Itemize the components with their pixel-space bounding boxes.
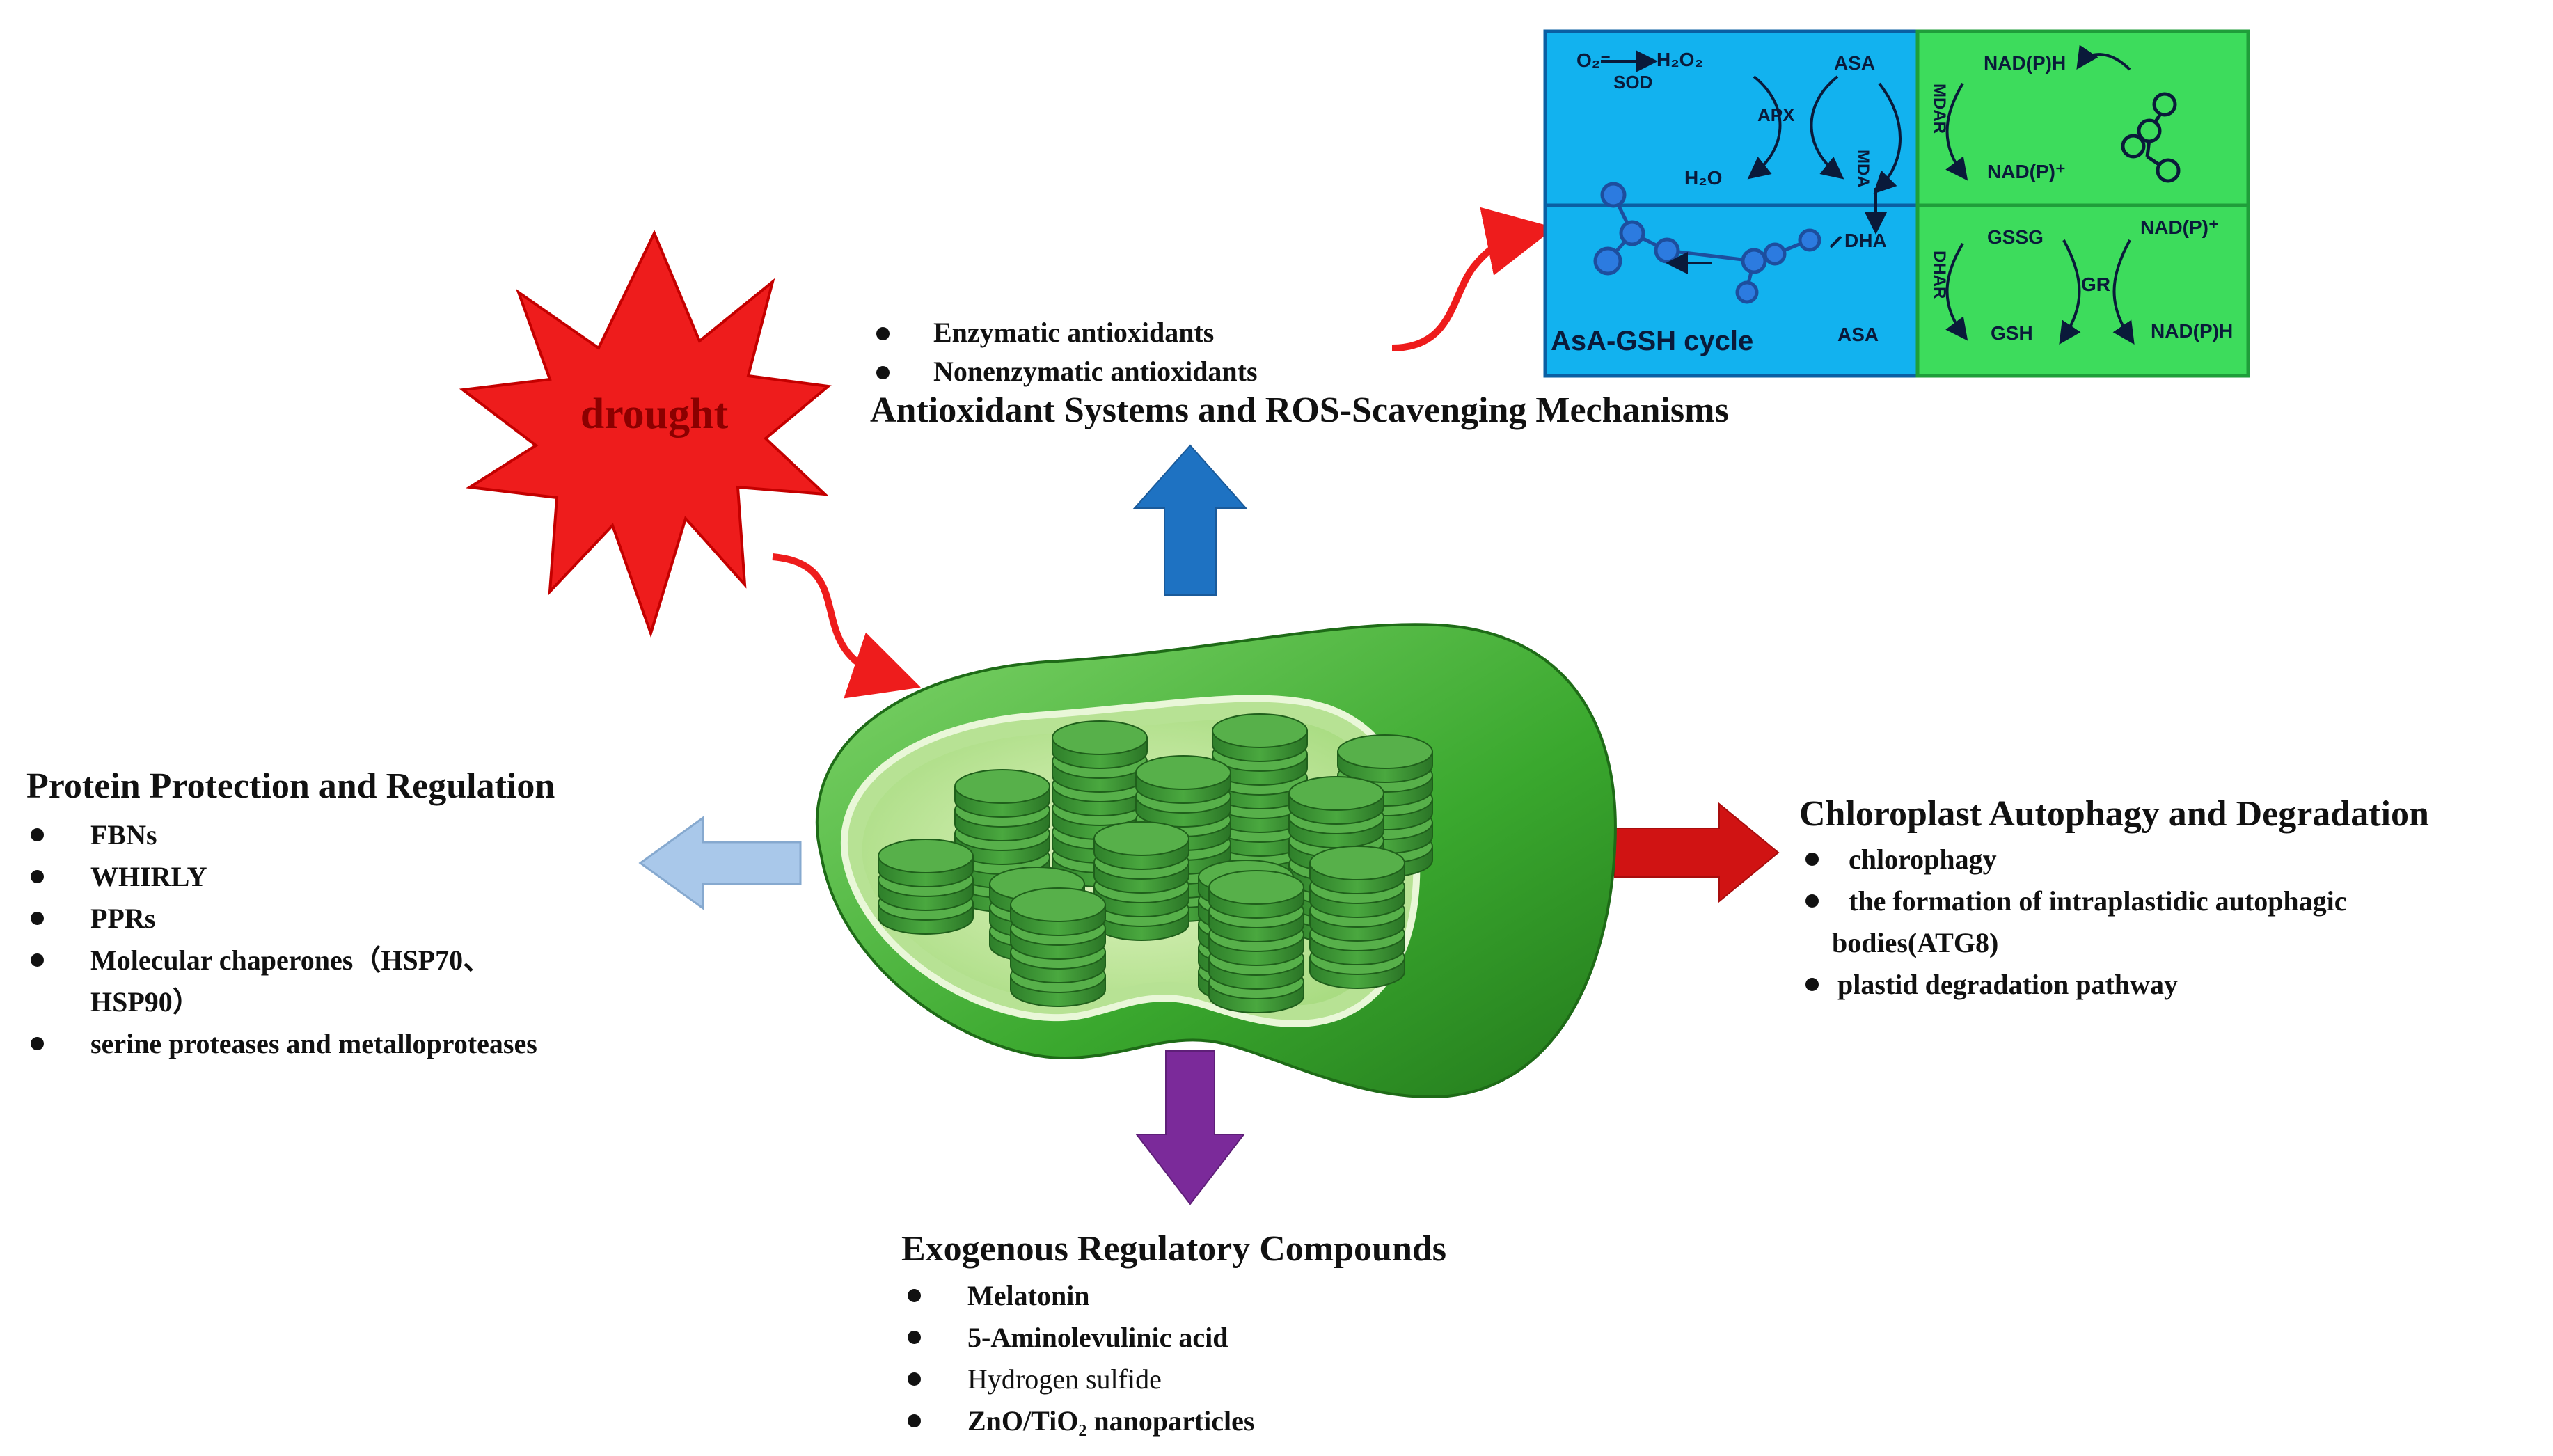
antioxidant-item: Enzymatic antioxidants [874,313,1258,352]
drought-label: drought [580,390,729,438]
granum-stack [1093,821,1189,941]
granum-stack [1208,870,1304,1013]
antioxidant-to-cycle-arrow [1391,207,1556,351]
drought-to-chloroplast-arrow [772,553,921,699]
cycle-dha-label: DHA [1844,230,1887,251]
granum-stack [1212,713,1308,880]
asa-gsh-cycle-panel [1543,29,2250,378]
granum-stack [878,839,974,935]
down-arrow [1135,1050,1246,1205]
exogenous-list: Melatonin 5-Aminolevulinic acid Hydrogen… [905,1275,1254,1442]
thylakoid-disc-top [1337,734,1433,769]
thylakoid-disc-top [878,839,974,873]
thylakoid-disc-top [1052,720,1148,755]
protein-item: WHIRLY [28,856,537,898]
cycle-green-top [1915,29,2250,207]
thylakoid-disc-top [1010,887,1106,922]
cycle-nadph-2-label: NAD(P)H [2151,320,2234,342]
thylakoid-disc-top [1212,713,1308,748]
exogenous-item: Hydrogen sulfide [905,1359,1254,1400]
cycle-h2o2-label: H₂O₂ [1657,49,1703,70]
autophagy-item: plastid degradation pathway [1803,964,2347,1006]
cycle-gssg-label: GSSG [1987,226,2044,248]
protein-protection-heading: Protein Protection and Regulation [26,766,555,806]
protein-item: PPRs [28,898,537,940]
thylakoid-disc-top [1288,776,1384,811]
antioxidant-heading: Antioxidant Systems and ROS-Scavenging M… [870,390,1729,430]
cycle-asa-top-label: ASA [1834,52,1876,74]
cycle-blue-bottom [1543,203,1920,378]
granum-stack [1010,887,1106,1007]
thylakoid-disc-top [1135,755,1231,790]
exogenous-item: Melatonin [905,1275,1254,1317]
autophagy-item-continuation: bodies(ATG8) [1832,927,1999,958]
molecule-icon-green [2121,92,2181,183]
cycle-mda-label: MDA [1854,150,1872,188]
cycle-asa-bottom-label: ASA [1837,324,1879,345]
protein-item: Molecular chaperones（HSP70、 [28,940,537,981]
protein-item: serine proteases and metalloproteases [28,1023,537,1065]
thylakoid-disc-top [1208,870,1304,905]
autophagy-heading: Chloroplast Autophagy and Degradation [1799,794,2429,834]
protein-item: FBNs [28,814,537,856]
cycle-h2o-label: H₂O [1684,167,1723,189]
cycle-nadp-1-label: NAD(P)⁺ [1987,161,2066,182]
left-arrow [638,816,802,910]
cycle-mdar-label: MDAR [1930,84,1949,134]
antioxidant-list: Enzymatic antioxidants Nonenzymatic anti… [874,313,1258,391]
drought-starburst [459,230,832,638]
autophagy-list: chlorophagy the formation of intraplasti… [1803,839,2347,1006]
cycle-nadph-1-label: NAD(P)H [1984,52,2066,74]
exogenous-heading: Exogenous Regulatory Compounds [901,1229,1447,1269]
autophagy-item: the formation of intraplastidic autophag… [1803,880,2347,922]
right-arrow [1614,802,1780,903]
thylakoid-grana [878,713,1433,1013]
cycle-gsh-label: GSH [1991,322,2033,344]
antioxidant-item: Nonenzymatic antioxidants [874,352,1258,391]
thylakoid-disc-top [954,769,1050,804]
cycle-title: AsA-GSH cycle [1551,326,1754,356]
protein-item-continuation: HSP90） [90,986,200,1018]
cycle-gr-label: GR [2081,274,2110,295]
cycle-sod-label: SOD [1613,72,1653,93]
cycle-o2-label: O₂⁻ [1576,49,1611,71]
protein-protection-list: FBNs WHIRLY PPRs Molecular chaperones（HS… [28,814,537,1065]
cycle-dhar-label: DHAR [1930,251,1949,299]
cycle-nadp-2-label: NAD(P)⁺ [2140,216,2219,238]
autophagy-item: chlorophagy [1803,839,2347,880]
exogenous-item: ZnO/TiO₂ nanoparticles [905,1400,1254,1442]
cycle-green-bottom [1915,203,2250,378]
cycle-arrows [1601,45,2135,345]
granum-stack [1309,846,1405,989]
cycle-apx-label: APX [1757,104,1795,125]
exogenous-item: 5-Aminolevulinic acid [905,1317,1254,1359]
thylakoid-disc-top [1309,846,1405,880]
thylakoid-disc-top [1093,821,1189,856]
up-arrow [1132,444,1248,596]
